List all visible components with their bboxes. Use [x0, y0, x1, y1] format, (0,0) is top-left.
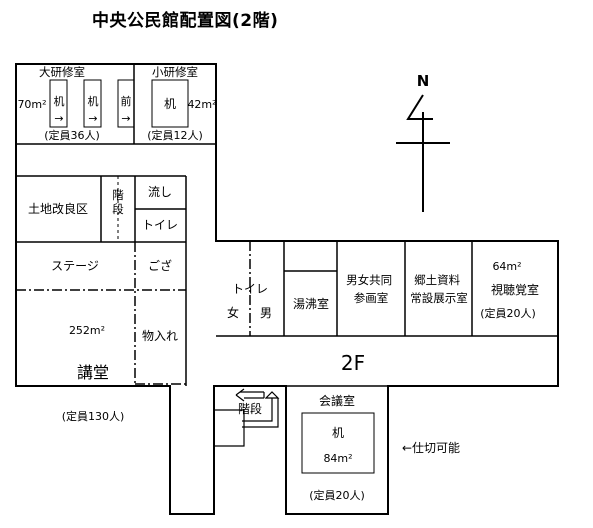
large-training-capacity: (定員36人): [44, 128, 100, 142]
page-title: 中央公民館配置図(2階): [92, 11, 279, 31]
stage-label: ステージ: [51, 259, 99, 273]
meeting-desk-label: 机: [332, 426, 344, 440]
av-room-capacity: (定員20人): [480, 306, 536, 320]
soil-improvement-room-name: 土地改良区: [28, 201, 88, 216]
meeting-room-area: 84m²: [323, 452, 352, 465]
hall-name: 講堂: [77, 363, 109, 382]
toilet-lower-label: トイレ: [232, 282, 268, 296]
toilet-upper-label: トイレ: [142, 218, 178, 232]
stairs-upper-label: 階段: [112, 188, 124, 216]
stairs-upper-label-char: 階: [112, 188, 124, 202]
hall-capacity: (定員130人): [62, 409, 125, 423]
large-training-arrow-1: →: [54, 112, 63, 125]
local-history-room-label: 郷土資料 常設展示室: [410, 273, 468, 305]
partition-lines: [16, 241, 251, 385]
joint-planning-room-label: 男女共同 参画室: [346, 273, 396, 305]
local-history-line-2: 常設展示室: [410, 291, 468, 305]
small-training-desk: 机: [164, 97, 176, 111]
small-training-room-area: 42m²: [187, 98, 216, 111]
floor-label: 2F: [341, 351, 365, 375]
large-training-desk-2: 机: [88, 94, 99, 108]
av-room-area: 64m²: [492, 260, 521, 273]
large-training-room-area: 70m²: [17, 98, 46, 111]
stairs-lower-symbol: [214, 388, 280, 447]
storage-label: 物入れ: [142, 329, 178, 343]
stairs-lower-label: 階段: [238, 401, 262, 416]
small-training-capacity: (定員12人): [147, 128, 203, 142]
compass-north-label: N: [417, 72, 430, 90]
local-history-line-1: 郷土資料: [414, 273, 460, 287]
joint-planning-line-1: 男女共同: [346, 273, 392, 287]
mat-label: ござ: [148, 258, 172, 273]
stairs-upper-label-char: 段: [112, 202, 124, 216]
small-training-room-name: 小研修室: [152, 65, 198, 79]
meeting-room-name: 会議室: [319, 393, 355, 408]
joint-planning-line-2: 参画室: [354, 291, 389, 305]
sink-label: 流し: [148, 185, 172, 199]
large-training-desk-1: 机: [54, 94, 65, 108]
compass: [396, 94, 450, 212]
interior-walls: [16, 64, 558, 387]
toilet-male-label: 男: [260, 306, 272, 320]
building-outline: [15, 63, 559, 515]
large-training-arrow-3: →: [121, 112, 130, 125]
large-training-room-name: 大研修室: [39, 65, 85, 79]
hall-area: 252m²: [69, 324, 105, 337]
meeting-room-capacity: (定員20人): [309, 488, 365, 502]
av-room-name: 視聴覚室: [491, 282, 539, 297]
desks: [49, 79, 375, 474]
boiler-room-label: 湯沸室: [293, 296, 329, 311]
partition-note: ←仕切可能: [402, 441, 460, 455]
toilet-female-label: 女: [227, 305, 239, 320]
large-training-front-label: 前: [121, 94, 132, 108]
large-training-arrow-2: →: [88, 112, 97, 125]
